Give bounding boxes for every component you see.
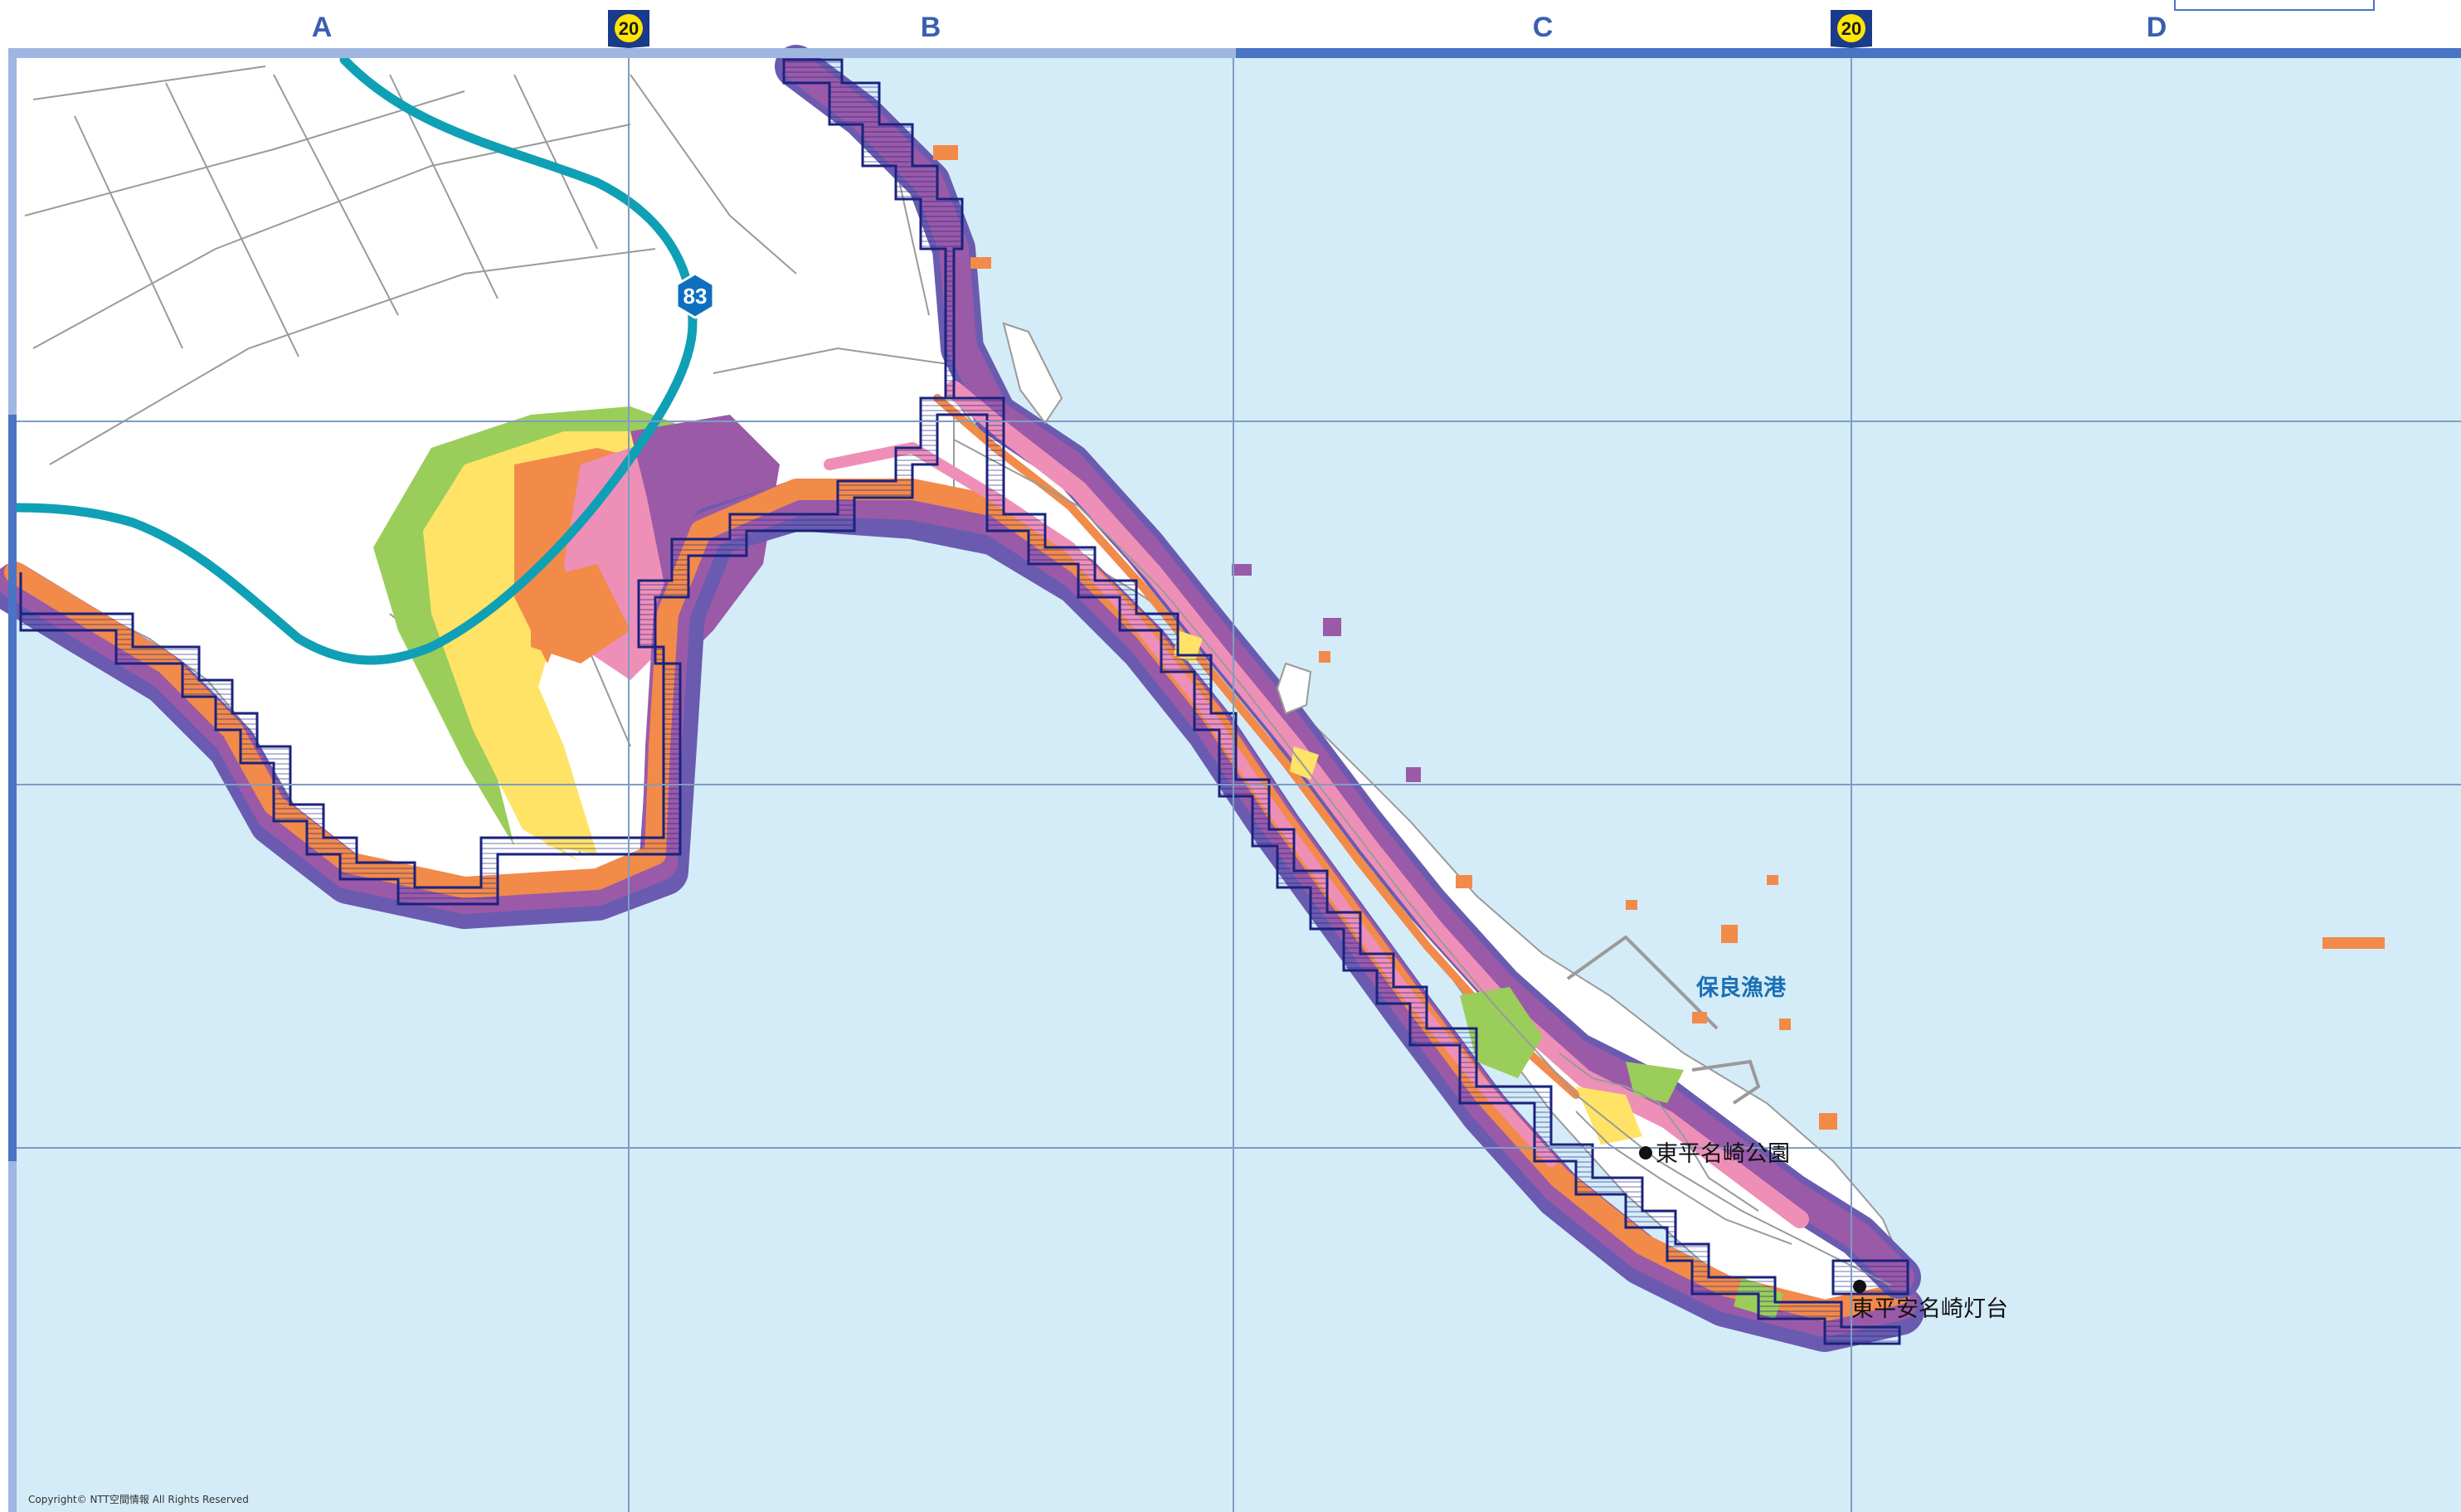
place-label-lighthouse: 東平安名崎灯台 — [1851, 1296, 2008, 1322]
place-label-park: 東平名崎公園 — [1656, 1141, 1790, 1167]
flood-zone-tip — [1174, 630, 1783, 1319]
column-label-a: A — [312, 12, 333, 43]
top-frame-accent — [1236, 48, 2461, 58]
map-grid — [17, 58, 2461, 1512]
place-dot-icon — [1639, 1146, 1652, 1160]
grid-marker-label-2: 20 — [1841, 18, 1861, 39]
column-label-b: B — [921, 12, 941, 43]
column-label-c: C — [1533, 12, 1554, 43]
breakwater — [1566, 935, 1761, 1105]
highway-83 — [10, 55, 698, 665]
copyright-text: Copyright© NTT空間情報 All Rights Reserved — [28, 1494, 249, 1505]
route-shield-icon: 83 — [675, 272, 715, 319]
legend-box-edge — [2174, 0, 2375, 11]
column-label-d: D — [2147, 12, 2167, 43]
place-dot-icon — [1853, 1280, 1866, 1293]
grid-marker-label-1: 20 — [619, 18, 639, 39]
grid-marker-icon: 20 — [1831, 10, 1872, 48]
harbor-label: 保良漁港 — [1695, 975, 1787, 1001]
peninsula-roads — [953, 439, 1892, 1286]
left-frame-accent — [8, 415, 17, 1161]
grid-marker-icon: 20 — [608, 10, 649, 48]
route-shield-label: 83 — [683, 284, 708, 309]
offshore-islets — [933, 145, 2385, 1130]
